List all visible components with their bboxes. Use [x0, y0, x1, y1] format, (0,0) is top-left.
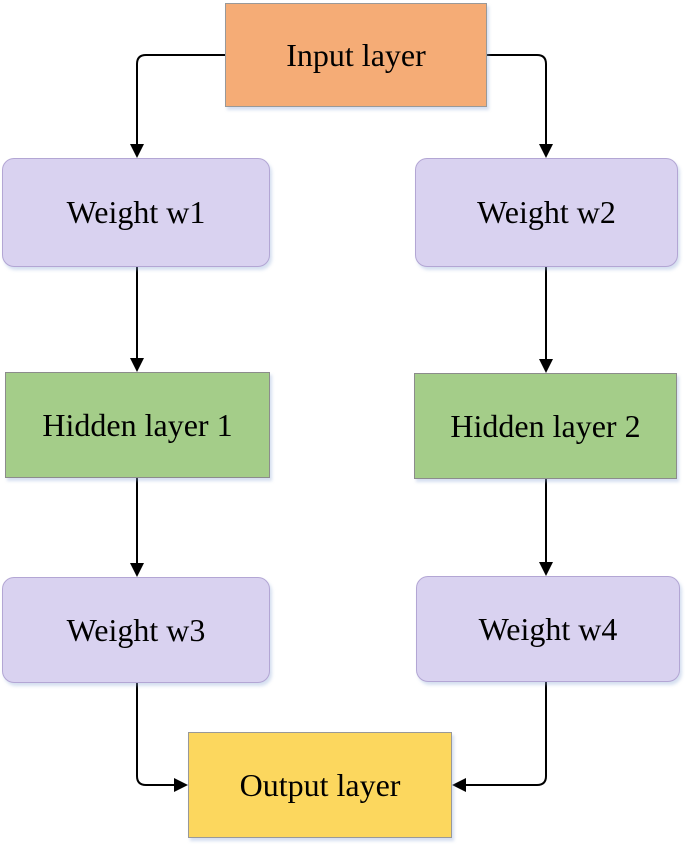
- node-hidden-layer-2: Hidden layer 2: [414, 373, 677, 479]
- edge-w3-to-output: [136, 683, 174, 786]
- node-weight-w2: Weight w2: [415, 158, 678, 267]
- node-input-layer-label: Input layer: [286, 36, 426, 73]
- arrowhead-input-to-w2: [539, 144, 553, 158]
- node-weight-w3-label: Weight w3: [66, 611, 206, 648]
- node-hidden-layer-1: Hidden layer 1: [5, 372, 270, 478]
- arrowhead-h1-to-w3: [130, 563, 144, 577]
- arrowhead-input-to-w1: [130, 144, 144, 158]
- arrowhead-w3-to-output: [174, 778, 188, 792]
- edge-input-to-w2: [487, 54, 547, 146]
- arrowhead-w1-to-h1: [130, 358, 144, 372]
- node-input-layer: Input layer: [225, 3, 487, 107]
- node-weight-w4-label: Weight w4: [478, 610, 618, 647]
- arrowhead-w4-to-output: [452, 778, 466, 792]
- arrowhead-h2-to-w4: [539, 562, 553, 576]
- node-weight-w3: Weight w3: [2, 577, 270, 683]
- node-weight-w1-label: Weight w1: [66, 194, 206, 230]
- node-output-layer: Output layer: [188, 732, 452, 838]
- node-weight-w4: Weight w4: [416, 576, 680, 682]
- edge-input-to-w1: [136, 54, 225, 146]
- edge-w4-to-output: [466, 682, 547, 786]
- node-hidden-layer-2-label: Hidden layer 2: [450, 407, 641, 444]
- node-weight-w1: Weight w1: [2, 158, 270, 267]
- node-output-layer-label: Output layer: [239, 766, 401, 803]
- node-hidden-layer-1-label: Hidden layer 1: [42, 406, 233, 443]
- node-weight-w2-label: Weight w2: [477, 194, 616, 230]
- arrowhead-w2-to-h2: [539, 359, 553, 373]
